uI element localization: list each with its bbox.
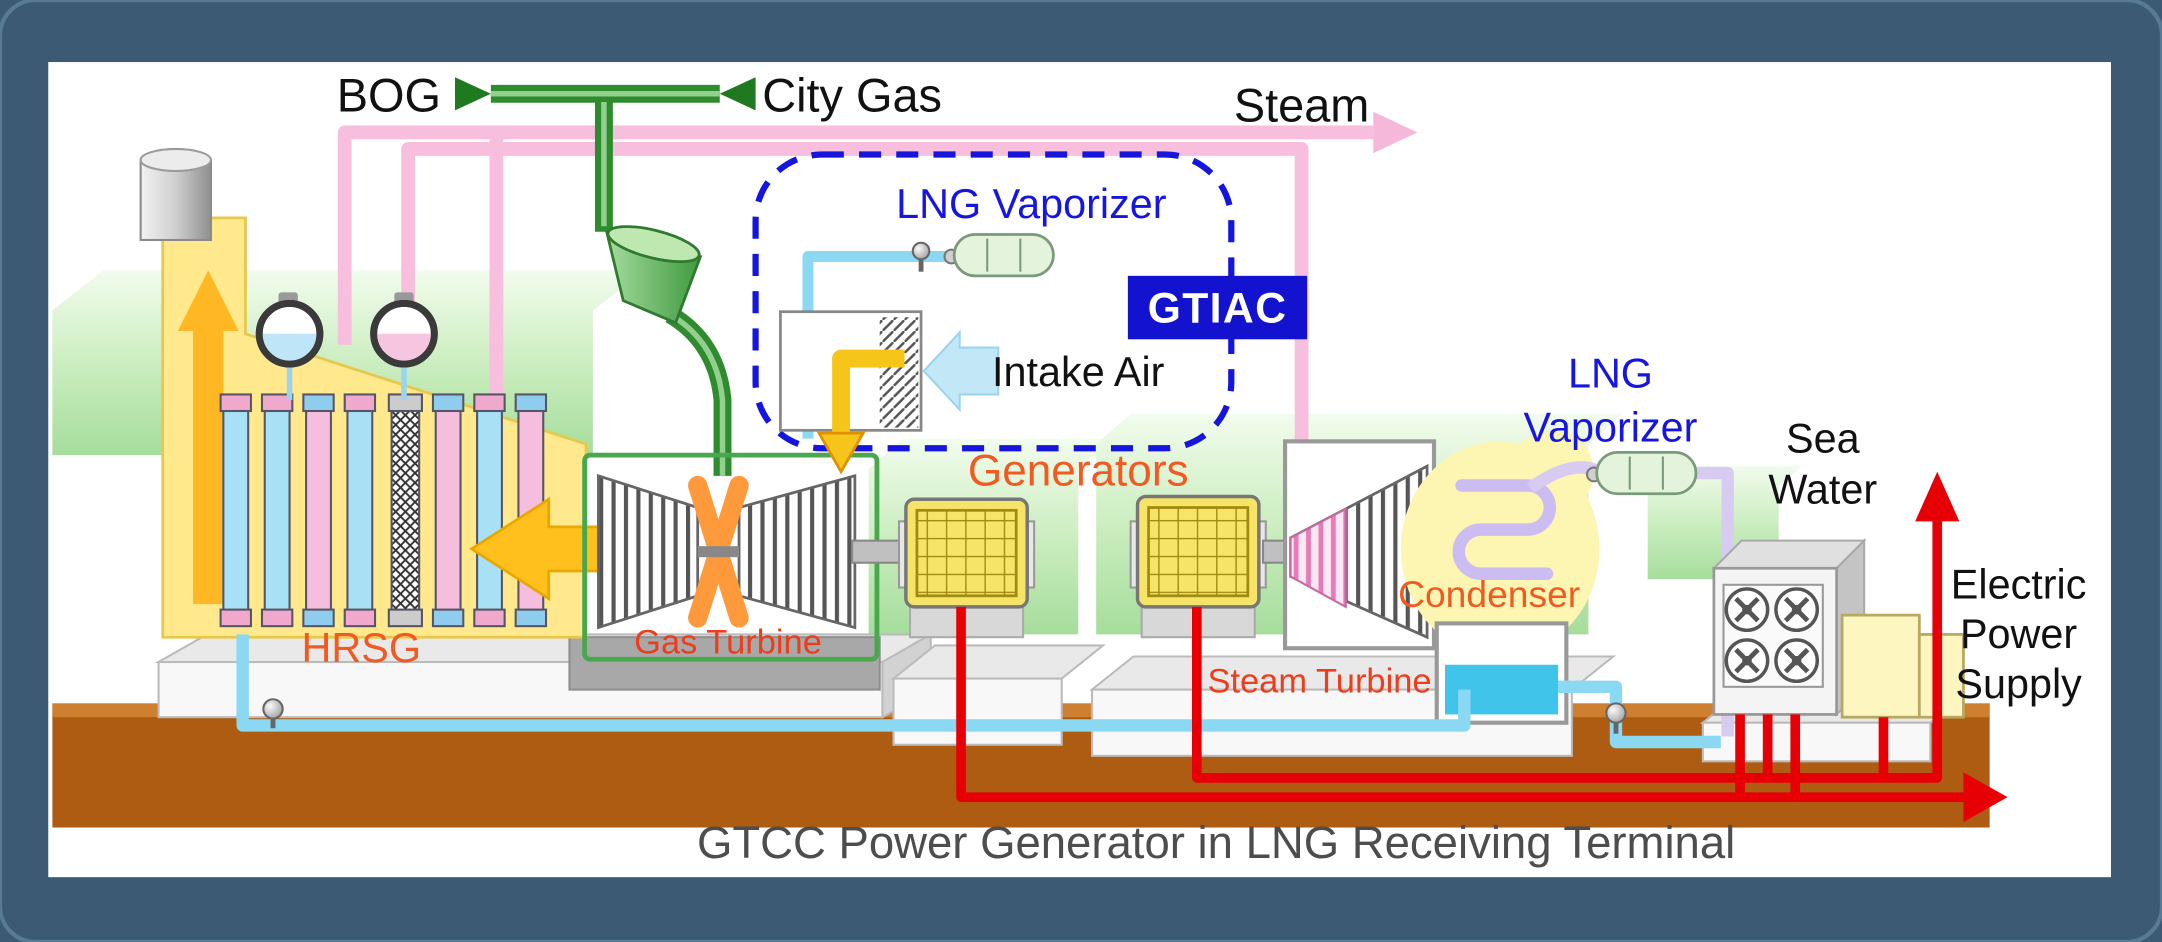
steam-arrowhead <box>1373 111 1418 154</box>
gtiac-badge <box>1127 275 1308 340</box>
gas-knockout-drum-top <box>606 225 701 264</box>
lng-vaporizer-right-label-line1: LNG <box>1568 351 1653 397</box>
steam-turbine-label: Steam Turbine <box>1207 662 1431 700</box>
electric-line-gen1 <box>956 606 1964 803</box>
gtiac-system <box>752 151 1235 475</box>
cooled-air-duct <box>832 349 905 436</box>
gas-pipes <box>455 77 756 476</box>
steam-turbine-hp-stage <box>1289 507 1347 609</box>
hrsg-internals <box>219 292 548 628</box>
bog-arrowhead <box>455 77 491 111</box>
hrsg-label: HRSG <box>302 625 421 671</box>
labels: BOG City Gas Steam LNG Vaporizer Intake … <box>302 70 2087 868</box>
hrsg-chimney-top <box>139 147 212 173</box>
flue-gas-up-arrow <box>177 270 239 605</box>
steam-pipe-main <box>337 125 1374 345</box>
valve-icon <box>262 698 284 720</box>
lng-vaporizer-capsule-right <box>1585 451 1698 496</box>
fan-icon <box>1776 640 1817 681</box>
generator-2 <box>1129 494 1295 639</box>
condenser-coil <box>1452 479 1556 580</box>
diagram-title: GTCC Power Generator in LNG Receiving Te… <box>697 817 1735 868</box>
turbine-section <box>737 474 857 630</box>
electric-right-arrowhead <box>1963 772 2008 823</box>
gas-turbine-label: Gas Turbine <box>634 624 822 662</box>
steam-label: Steam <box>1234 79 1369 131</box>
intake-air-label: Intake Air <box>992 349 1165 395</box>
lng-vaporizer-top-label: LNG Vaporizer <box>896 181 1167 227</box>
aux-box-1 <box>1840 613 1921 719</box>
city-gas-label: City Gas <box>762 70 942 122</box>
cooled-air-down-arrow <box>816 431 866 475</box>
electric-lines-orv <box>1735 714 1889 798</box>
electric-power-lines <box>956 515 1964 803</box>
seawater-vaporizer-unit <box>1711 538 1965 719</box>
generator-1 <box>897 497 1036 639</box>
valve-icon <box>1605 702 1627 724</box>
gtiac-label: GTIAC <box>1148 285 1288 333</box>
steam-drums <box>255 292 438 368</box>
condenser-label: Condenser <box>1398 573 1580 615</box>
gas-turbine-unit <box>582 452 912 662</box>
lng-vaporizer-capsule-top <box>943 233 1055 278</box>
sea-water-label-line1: Sea <box>1786 415 1860 461</box>
fan-icon <box>1726 640 1767 681</box>
electric-power-label-line1: Electric <box>1951 562 2087 608</box>
lng-vaporizer-right-label-line2: Vaporizer <box>1524 404 1698 450</box>
electric-power-label-line3: Supply <box>1955 661 2082 707</box>
hrsg-tube-banks <box>219 393 548 628</box>
valve-icon <box>911 241 931 261</box>
electric-up-arrowhead <box>1915 471 1960 522</box>
cooler-coil-fins <box>879 317 919 428</box>
fan-icon <box>1776 589 1817 630</box>
sea-water-label-line2: Water <box>1768 466 1877 512</box>
fan-icon <box>1726 589 1767 630</box>
electric-line-gen2 <box>1191 515 1943 783</box>
hrsg-chimney <box>139 158 212 242</box>
electric-power-label-line2: Power <box>1960 611 2077 657</box>
bog-label: BOG <box>337 70 441 122</box>
intake-air-left-arrow <box>922 329 1000 413</box>
pipe-valves <box>262 698 1627 734</box>
city-gas-arrowhead <box>719 77 756 111</box>
feedwater-pipe <box>236 634 1471 732</box>
generators-label: Generators <box>968 446 1189 495</box>
